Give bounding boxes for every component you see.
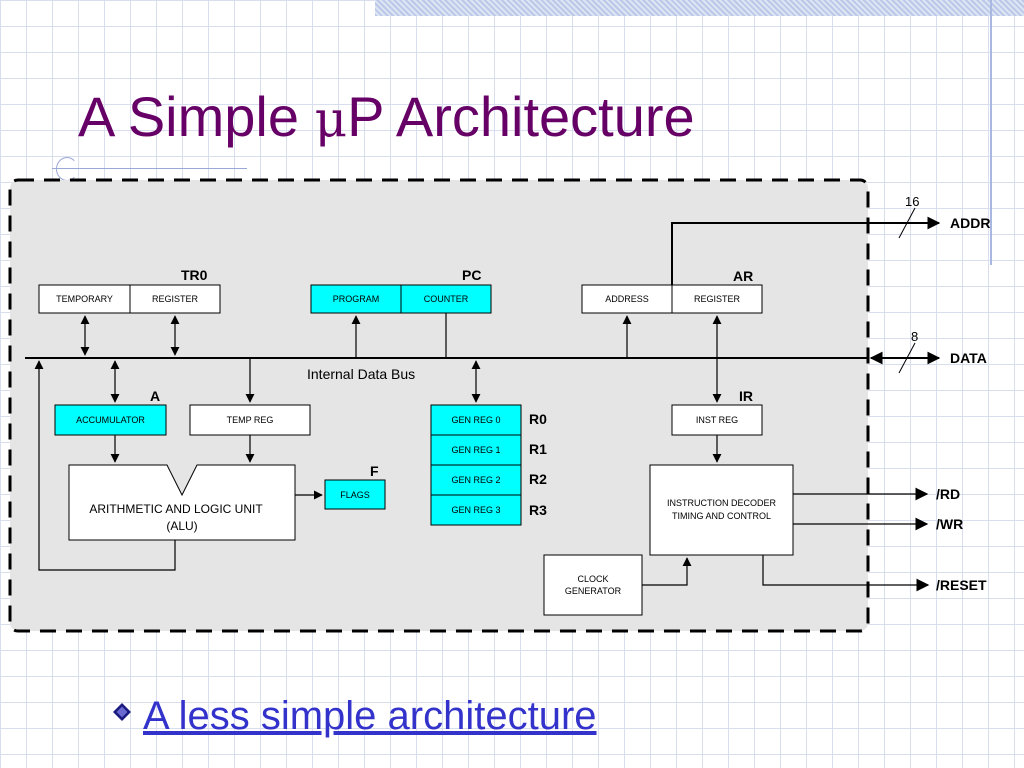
tr0-register-block: TEMPORARY REGISTER [38,284,221,314]
accumulator-text: ACCUMULATOR [76,415,145,425]
flags-block [324,479,386,510]
pc-counter-text: COUNTER [424,294,469,304]
clock-generator-block [543,554,643,616]
addr-width-tick [898,207,916,239]
gen-reg-2-block [430,464,522,496]
alu-block [68,464,296,541]
data-width-tick [898,342,916,374]
gen-reg-2-text: GEN REG 2 [451,475,500,485]
gen-reg-1-block [430,434,522,466]
clock-text-line2: GENERATOR [565,586,622,596]
general-registers: GEN REG 0 GEN REG 1 GEN REG 2 GEN REG 3 … [430,404,547,526]
less-simple-architecture-link[interactable]: A less simple architecture [143,694,597,738]
pc-label: PC [462,267,481,283]
address-bus-line [671,216,941,285]
inst-reg-block [671,404,763,436]
decoder-text-line2: TIMING AND CONTROL [672,511,771,521]
program-counter-block: PROGRAM COUNTER [310,284,492,314]
f-label: F [370,463,379,479]
rd-label: /RD [936,486,960,502]
title-mu-symbol: μ [314,90,348,148]
data-width-label: 8 [911,329,918,344]
temp-reg-block [189,404,311,436]
tr0-temporary-text: TEMPORARY [56,294,113,304]
reset-line [762,555,930,592]
gen-reg-1-text: GEN REG 1 [451,445,500,455]
slide-title: A Simple μP Architecture [78,84,695,149]
r1-label: R1 [529,441,547,457]
accumulator-block [54,404,167,436]
reset-label: /RESET [936,577,987,593]
ar-label: AR [733,268,753,284]
gen-reg-3-block [430,494,522,526]
ar-register-text: REGISTER [694,294,741,304]
title-part-1: A Simple [78,85,315,148]
pc-program-text: PROGRAM [333,294,380,304]
tr0-register-text: REGISTER [152,294,199,304]
r2-label: R2 [529,471,547,487]
wr-label: /WR [936,516,963,532]
r3-label: R3 [529,502,547,518]
bullet-item: A less simple architecture [113,694,597,739]
data-label: DATA [950,350,987,366]
alu-feedback-path [34,360,176,571]
a-label: A [150,388,160,404]
flags-text: FLAGS [340,490,370,500]
title-part-2: P Architecture [347,85,695,148]
gen-reg-3-text: GEN REG 3 [451,505,500,515]
gen-reg-0-text: GEN REG 0 [451,415,500,425]
alu-text-line2: (ALU) [166,519,197,533]
decorative-vertical-line [990,0,992,265]
r0-label: R0 [529,411,547,427]
temp-reg-text: TEMP REG [227,415,274,425]
top-decorative-bar [375,0,1024,16]
addr-label: ADDR [950,215,990,231]
inst-reg-text: INST REG [696,415,738,425]
alu-text-line1: ARITHMETIC AND LOGIC UNIT [89,502,263,516]
addr-width-label: 16 [905,194,919,209]
ar-address-text: ADDRESS [605,294,649,304]
instruction-decoder-block [649,464,794,556]
address-register-block: ADDRESS REGISTER [581,284,763,314]
diamond-bullet-icon [113,703,131,721]
ir-label: IR [739,388,753,404]
clock-text-line1: CLOCK [577,574,608,584]
bus-label: Internal Data Bus [307,366,415,382]
clock-to-decoder-link [642,557,692,586]
decoder-text-line1: INSTRUCTION DECODER [667,498,777,508]
tr0-label: TR0 [181,267,208,283]
title-underline-rule [52,168,247,169]
